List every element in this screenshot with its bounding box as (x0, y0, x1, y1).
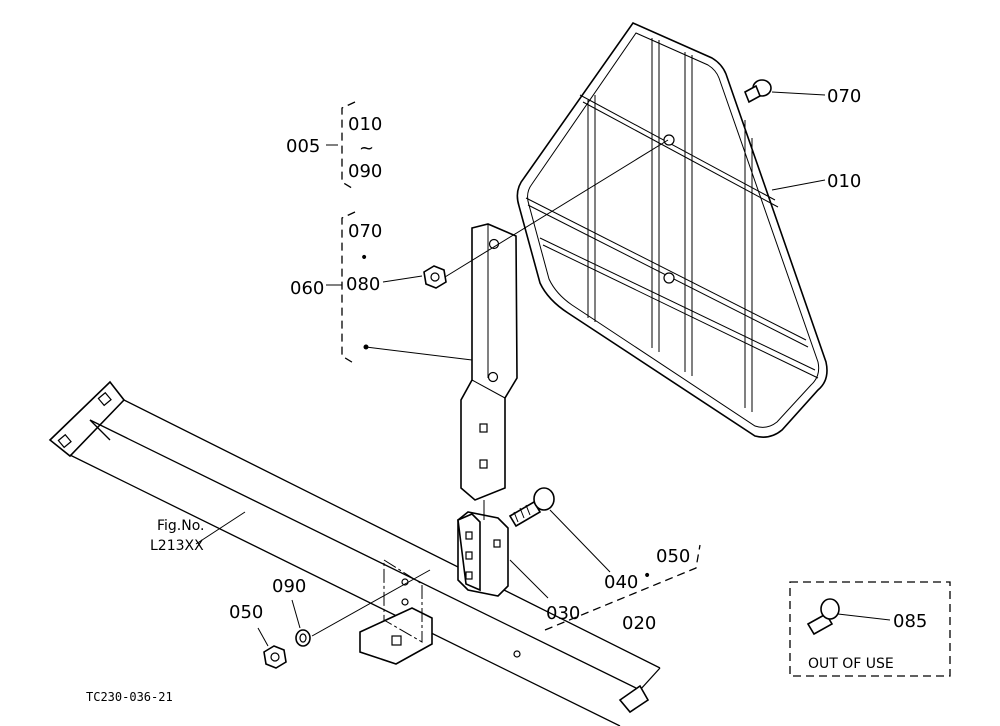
callout-080-assy: 080 (346, 274, 380, 295)
callout-range-separator: ~ (359, 138, 374, 159)
mesh-guard-frame (516, 22, 828, 438)
nut-080 (423, 265, 447, 289)
bracket-005-group (341, 101, 356, 191)
callout-020: 020 (622, 613, 656, 634)
fig-ref-line2: L213XX (150, 538, 204, 554)
base-frame (48, 380, 661, 726)
callout-dot-2: • (643, 568, 651, 584)
leader-lines (195, 91, 891, 647)
washer-090 (295, 629, 311, 647)
clamp-bracket-030 (457, 511, 509, 597)
bolt-085 (806, 598, 840, 636)
bolt-040 (508, 487, 555, 528)
callout-010: 010 (827, 171, 861, 192)
callout-070-assy: 070 (348, 221, 382, 242)
fig-ref-line1: Fig.No. (157, 518, 205, 534)
callout-070: 070 (827, 86, 861, 107)
mounting-bracket (460, 223, 518, 501)
nut-050 (263, 645, 287, 669)
bracket-020-group (544, 544, 701, 631)
callout-060: 060 (290, 278, 324, 299)
out-of-use-label: OUT OF USE (808, 656, 894, 672)
callout-090-range-end: 090 (348, 161, 382, 182)
callout-040: 040 (604, 572, 638, 593)
callout-030: 030 (546, 603, 580, 624)
callout-090: 090 (272, 576, 306, 597)
out-of-use-frame (789, 581, 951, 677)
callout-085: 085 (893, 611, 927, 632)
callout-dot-1: • (360, 250, 368, 266)
callout-010-range-start: 010 (348, 114, 382, 135)
drawing-code: TC230-036-21 (86, 690, 173, 704)
callout-050-top: 050 (656, 546, 690, 567)
bolt-070 (743, 79, 772, 104)
bracket-060-group (341, 211, 356, 365)
callout-005: 005 (286, 136, 320, 157)
callout-050-left: 050 (229, 602, 263, 623)
